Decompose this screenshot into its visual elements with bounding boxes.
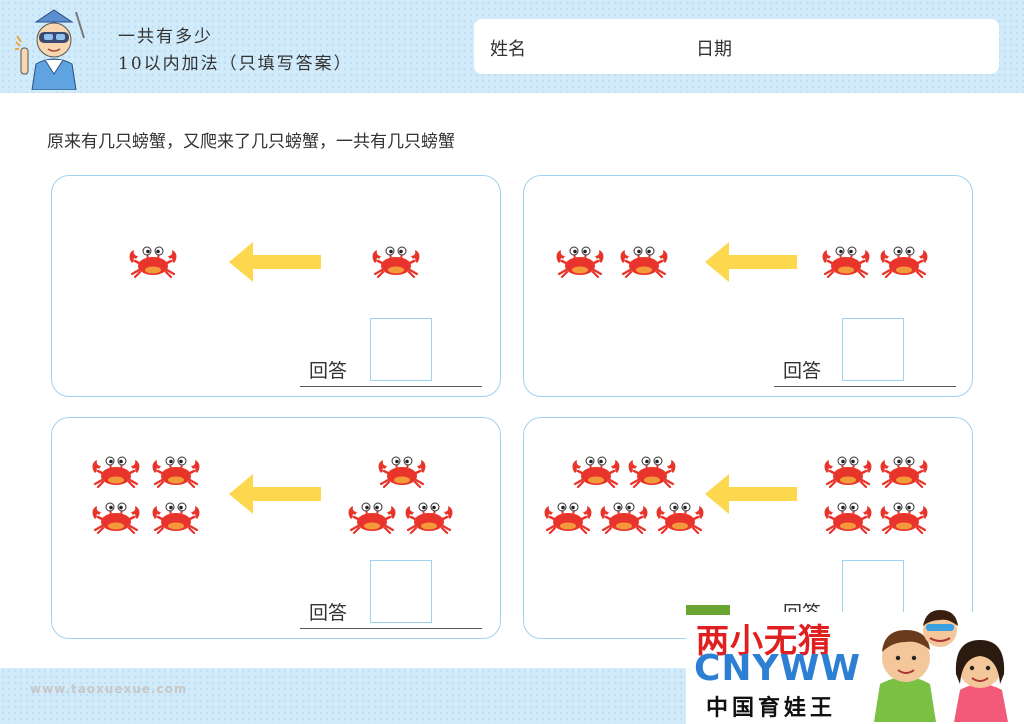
problem-panel-1: 回答 — [51, 175, 501, 397]
arrow-left-icon — [705, 474, 797, 514]
watermark-line3: 中国育娃王 — [706, 696, 837, 721]
watermark-bar — [686, 605, 730, 615]
crab-icon — [626, 454, 678, 488]
arrow-left-icon — [705, 242, 797, 282]
crab-icon — [822, 500, 874, 534]
arrow-left-icon — [229, 242, 321, 282]
answer-underline — [300, 386, 482, 387]
answer-box[interactable] — [370, 560, 432, 623]
student-info-box: 姓名 日期 — [474, 19, 999, 74]
crab-icon — [570, 454, 622, 488]
mascot-icon — [15, 9, 85, 90]
problem-panel-4: 回答 — [523, 417, 973, 639]
crab-icon — [618, 244, 670, 278]
answer-underline — [774, 386, 956, 387]
crab-icon — [127, 244, 179, 278]
crab-icon — [542, 500, 594, 534]
instruction-text: 原来有几只螃蟹，又爬来了几只螃蟹，一共有几只螃蟹 — [47, 132, 455, 152]
arrow-left-icon — [229, 474, 321, 514]
footer-url: www.taoxuexue.com — [30, 682, 188, 696]
crab-icon — [878, 244, 930, 278]
answer-label: 回答 — [783, 360, 822, 382]
name-label: 姓名 — [490, 39, 526, 60]
crab-icon — [90, 500, 142, 534]
crab-icon — [820, 244, 872, 278]
answer-box[interactable] — [370, 318, 432, 381]
worksheet-subtitle: 10以内加法（只填写答案） — [118, 54, 353, 74]
crab-icon — [598, 500, 650, 534]
watermark-line1: 两小无猜 — [696, 621, 832, 660]
worksheet-title: 一共有多少 — [118, 27, 213, 47]
problem-panel-2: 回答 — [523, 175, 973, 397]
family-illustration-icon — [874, 610, 1008, 722]
crab-icon — [370, 244, 422, 278]
crab-icon — [150, 454, 202, 488]
answer-label: 回答 — [309, 360, 348, 382]
crab-icon — [150, 500, 202, 534]
crab-icon — [822, 454, 874, 488]
crab-icon — [554, 244, 606, 278]
watermark-line2: CNYWW — [694, 648, 862, 689]
crab-icon — [376, 454, 428, 488]
crab-icon — [878, 500, 930, 534]
answer-label: 回答 — [309, 602, 348, 624]
crab-icon — [654, 500, 706, 534]
problem-panel-3: 回答 — [51, 417, 501, 639]
crab-icon — [403, 500, 455, 534]
crab-icon — [346, 500, 398, 534]
answer-box[interactable] — [842, 318, 904, 381]
crab-icon — [90, 454, 142, 488]
crab-icon — [878, 454, 930, 488]
answer-underline — [300, 628, 482, 629]
date-label: 日期 — [696, 39, 732, 60]
